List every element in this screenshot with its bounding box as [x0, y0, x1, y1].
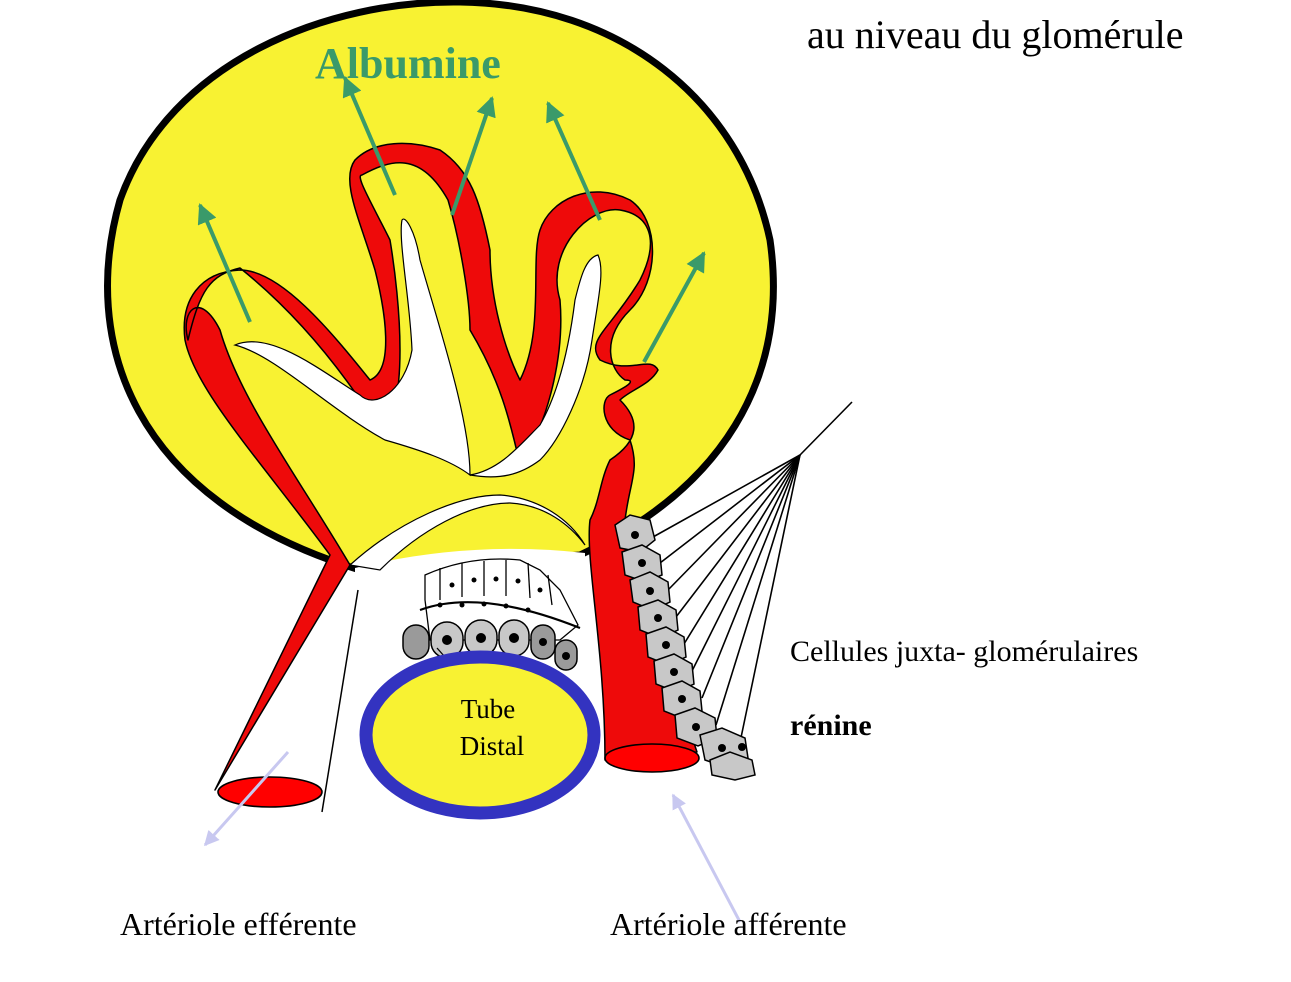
- efferent-label: Artériole efférente: [120, 906, 357, 942]
- tube-label-line1: Tube: [461, 694, 516, 724]
- efferent-arteriole-edge: [322, 590, 358, 812]
- albumine-label: Albumine: [315, 39, 501, 88]
- afferent-arteriole-opening: [605, 744, 699, 772]
- heading-fragment: au niveau du glomérule: [807, 12, 1184, 57]
- tube-label-line2: Distal: [460, 731, 525, 761]
- afferent-label: Artériole afférente: [610, 906, 847, 942]
- efferent-arteriole-opening: [218, 777, 322, 807]
- afferent-pointer: [673, 795, 740, 922]
- juxta-label: Cellules juxta- glomérulaires: [790, 635, 1138, 668]
- renine-label: rénine: [790, 709, 872, 742]
